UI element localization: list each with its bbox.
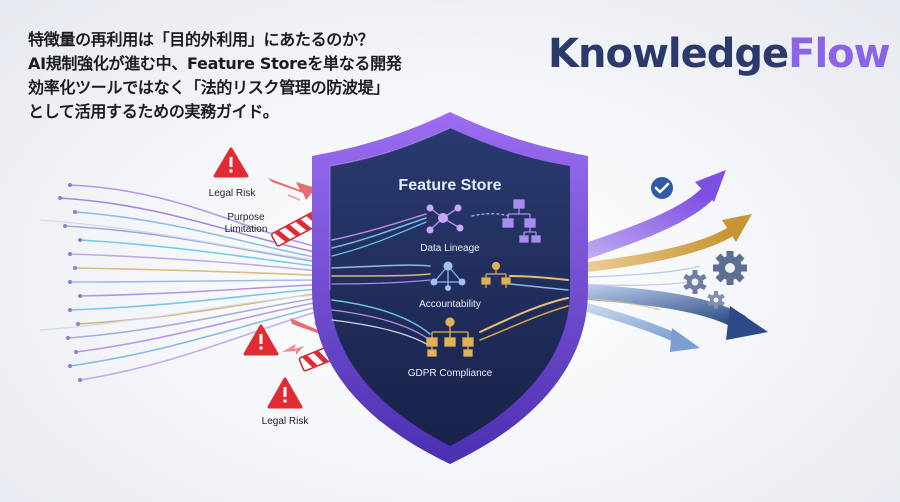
- gdpr-hierarchy-icon: [426, 317, 474, 357]
- shield-title: Feature Store: [398, 177, 501, 194]
- bottom-small-arrows: [282, 344, 304, 355]
- top-legal-risk-label: Legal Risk: [209, 188, 257, 199]
- brand-logo: KnowledgeFlow: [548, 30, 891, 78]
- data-lineage-network-icon: [426, 204, 464, 234]
- bottom-legal-risk-label: Legal Risk: [262, 416, 310, 427]
- headline-line-2: AI規制強化が進む中、Feature Storeを単なる開発: [28, 54, 402, 73]
- accountability-network-icon: [430, 261, 466, 291]
- brand-logo-flow: Flow: [788, 31, 890, 77]
- headline-line-1: 特徴量の再利用は「目的外利用」にあたるのか？: [28, 30, 374, 49]
- shield-data-streams: [331, 213, 569, 347]
- top-warning-icon: [213, 147, 249, 178]
- gear-icon-tiny: [707, 291, 725, 309]
- bottom-warning-icon-2: [267, 377, 303, 409]
- data-lineage-hierarchy-icon: [502, 199, 541, 243]
- headline-line-4: として活用するための実務ガイド。: [28, 102, 279, 121]
- gdpr-compliance-label: GDPR Compliance: [408, 368, 493, 379]
- incoming-data-streams: [39, 184, 331, 381]
- gear-icon-small: [683, 270, 707, 294]
- headline: 特徴量の再利用は「目的外利用」にあたるのか？ AI規制強化が進む中、Featur…: [28, 28, 498, 124]
- brand-logo-knowledge: Knowledge: [548, 31, 789, 77]
- accountability-hierarchy-icon: [481, 261, 511, 288]
- data-lineage-label: Data Lineage: [420, 243, 480, 254]
- purpose-label-line-1: Purpose: [227, 212, 265, 223]
- gear-icon-large: [713, 251, 747, 285]
- check-icon: [651, 177, 673, 199]
- accountability-label: Accountability: [419, 299, 481, 310]
- purpose-label-line-2: Limitation: [225, 224, 268, 235]
- top-risk-arrow: [268, 178, 316, 201]
- incoming-data-dots: [58, 183, 82, 382]
- bottom-warning-icon-1: [243, 324, 279, 356]
- headline-line-3: 効率化ツールではなく「法的リスク管理の防波堤」: [28, 78, 390, 97]
